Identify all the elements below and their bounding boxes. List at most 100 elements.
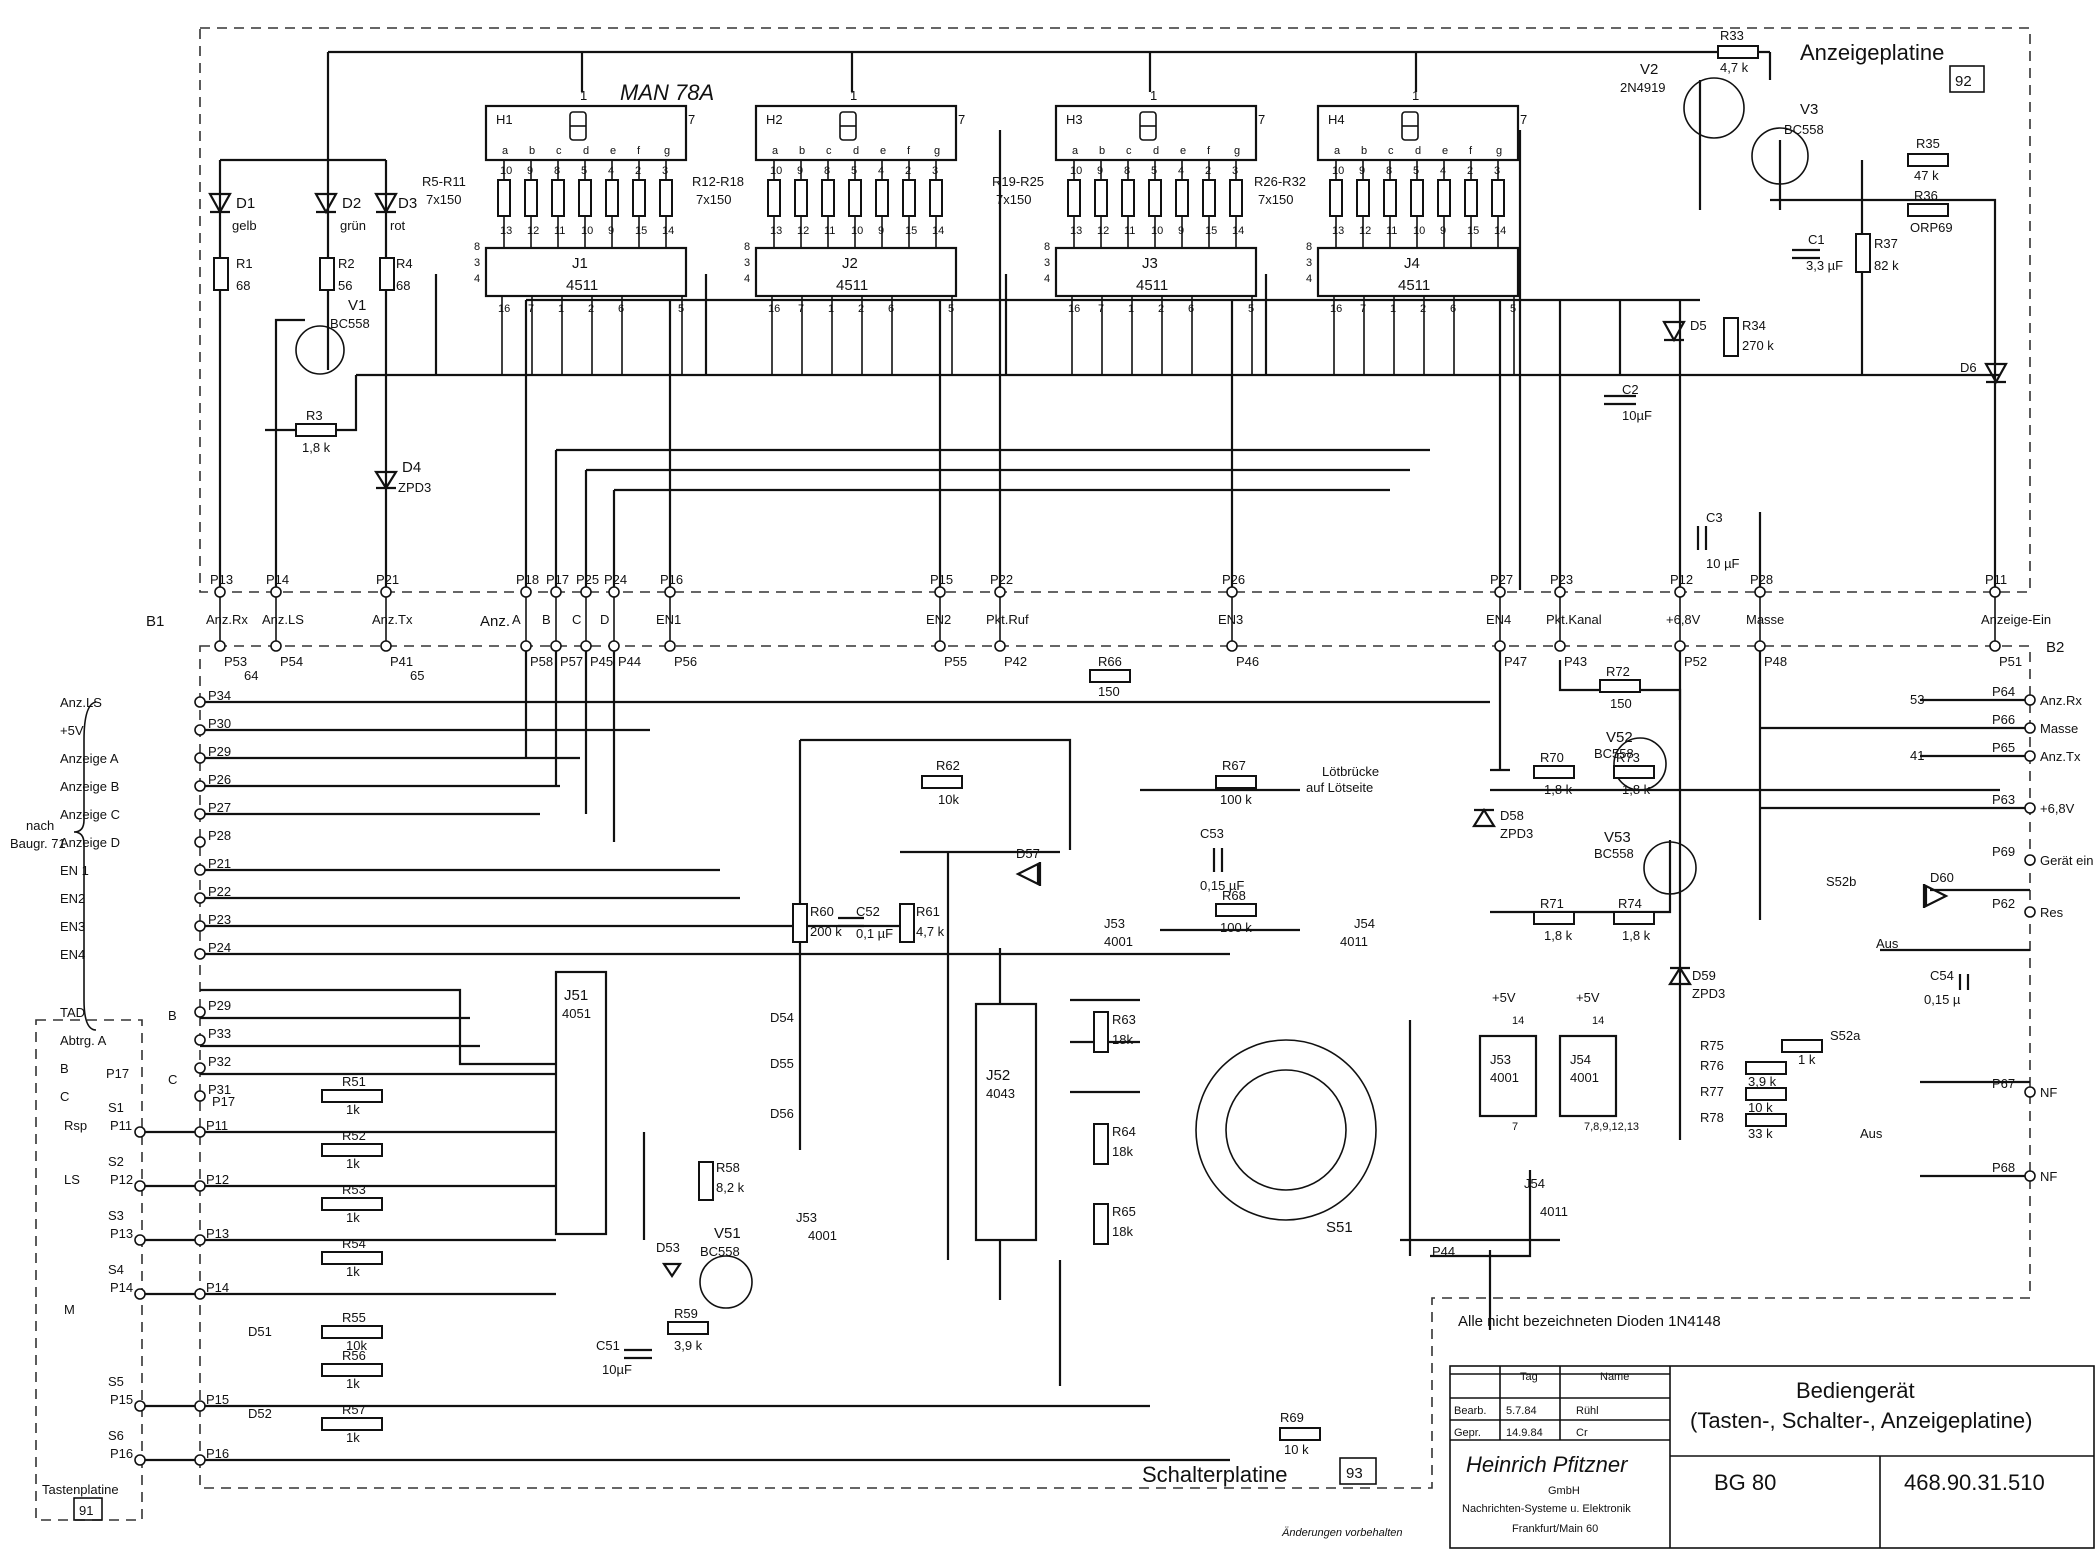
svg-text:Gepr.: Gepr. bbox=[1454, 1427, 1481, 1439]
connector-b2: B2 bbox=[2046, 639, 2064, 656]
svg-text:+5V: +5V bbox=[60, 723, 84, 738]
svg-text:1,8 k: 1,8 k bbox=[1622, 928, 1651, 943]
svg-text:J53: J53 bbox=[1490, 1052, 1511, 1067]
svg-text:R71: R71 bbox=[1540, 896, 1564, 911]
svg-text:Res: Res bbox=[2040, 905, 2064, 920]
svg-text:J54: J54 bbox=[1524, 1176, 1545, 1191]
svg-text:11: 11 bbox=[1386, 225, 1397, 237]
svg-text:P26: P26 bbox=[208, 772, 231, 787]
svg-text:15: 15 bbox=[1467, 225, 1479, 237]
svg-text:EN3: EN3 bbox=[1218, 612, 1243, 627]
svg-text:7: 7 bbox=[958, 112, 965, 127]
svg-text:P23: P23 bbox=[1550, 572, 1573, 587]
svg-text:P69: P69 bbox=[1992, 844, 2015, 859]
right-pin: P63+6,8V bbox=[1992, 792, 2075, 816]
svg-text:7x150: 7x150 bbox=[696, 192, 731, 207]
svg-text:C52: C52 bbox=[856, 904, 880, 919]
svg-text:D: D bbox=[600, 612, 609, 627]
display-digits: H117a1013b912c811d510e49f215g314R5-R117x… bbox=[422, 88, 1527, 375]
svg-text:4: 4 bbox=[608, 165, 614, 177]
svg-text:14: 14 bbox=[1494, 225, 1506, 237]
svg-text:P21: P21 bbox=[376, 572, 399, 587]
svg-text:Anz.Tx: Anz.Tx bbox=[2040, 749, 2081, 764]
svg-text:10µF: 10µF bbox=[1622, 408, 1652, 423]
svg-text:P27: P27 bbox=[208, 800, 231, 815]
svg-text:H4: H4 bbox=[1328, 112, 1345, 127]
svg-text:68: 68 bbox=[396, 278, 410, 293]
svg-text:5: 5 bbox=[1413, 165, 1419, 177]
svg-text:10: 10 bbox=[500, 165, 512, 177]
svg-text:R35: R35 bbox=[1916, 136, 1940, 151]
svg-text:d: d bbox=[1415, 145, 1421, 157]
svg-text:P56: P56 bbox=[674, 654, 697, 669]
svg-text:P28: P28 bbox=[208, 828, 231, 843]
svg-text:d: d bbox=[1153, 145, 1159, 157]
svg-text:7: 7 bbox=[1360, 303, 1366, 315]
svg-text:R37: R37 bbox=[1874, 236, 1898, 251]
svg-text:11: 11 bbox=[1124, 225, 1135, 237]
svg-text:BC558: BC558 bbox=[330, 316, 370, 331]
svg-text:1,8 k: 1,8 k bbox=[1544, 782, 1573, 797]
svg-text:1k: 1k bbox=[346, 1102, 360, 1117]
svg-text:2: 2 bbox=[858, 303, 864, 315]
switch-board-label: Schalterplatine bbox=[1142, 1462, 1288, 1487]
svg-text:4: 4 bbox=[1306, 273, 1312, 285]
svg-text:7: 7 bbox=[528, 303, 534, 315]
svg-text:9: 9 bbox=[1359, 165, 1365, 177]
svg-text:R72: R72 bbox=[1606, 664, 1630, 679]
display-board-number: 92 bbox=[1955, 73, 1972, 90]
svg-text:grün: grün bbox=[340, 218, 366, 233]
svg-text:7: 7 bbox=[1258, 112, 1265, 127]
keys-board-number: 91 bbox=[79, 1503, 93, 1518]
svg-text:P16: P16 bbox=[206, 1446, 229, 1461]
svg-text:EN 1: EN 1 bbox=[60, 863, 89, 878]
svg-text:EN3: EN3 bbox=[60, 919, 85, 934]
svg-text:1,8 k: 1,8 k bbox=[1544, 928, 1573, 943]
svg-text:f: f bbox=[637, 145, 641, 157]
svg-text:4011: 4011 bbox=[1540, 1204, 1568, 1219]
svg-text:P22: P22 bbox=[990, 572, 1013, 587]
svg-text:1k: 1k bbox=[346, 1210, 360, 1225]
svg-text:Anzeige-Ein: Anzeige-Ein bbox=[1981, 612, 2051, 627]
svg-text:D60: D60 bbox=[1930, 870, 1954, 885]
svg-text:P63: P63 bbox=[1992, 792, 2015, 807]
display-unit-3: H317a1013b912c811d510e49f215g314R19-R257… bbox=[992, 88, 1265, 375]
svg-text:13: 13 bbox=[1070, 225, 1082, 237]
svg-text:R60: R60 bbox=[810, 904, 834, 919]
svg-text:4001: 4001 bbox=[808, 1228, 837, 1243]
right-connector-pins: P64Anz.Rx53P66MasseP65Anz.Tx41P63+6,8VP6… bbox=[1910, 684, 2093, 1184]
svg-text:g: g bbox=[934, 145, 940, 157]
svg-text:S52b: S52b bbox=[1826, 874, 1856, 889]
svg-text:H3: H3 bbox=[1066, 112, 1083, 127]
svg-text:C51: C51 bbox=[596, 1338, 620, 1353]
board-outlines: Anzeigeplatine 92 Schalterplatine 93 Tas… bbox=[35, 27, 2064, 1521]
svg-text:R65: R65 bbox=[1112, 1204, 1136, 1219]
svg-text:Anzeige A: Anzeige A bbox=[60, 751, 119, 766]
svg-text:0,1 µF: 0,1 µF bbox=[856, 926, 893, 941]
svg-text:1k: 1k bbox=[346, 1430, 360, 1445]
svg-text:12: 12 bbox=[1097, 225, 1109, 237]
svg-text:200 k: 200 k bbox=[810, 924, 842, 939]
svg-text:R4: R4 bbox=[396, 256, 413, 271]
svg-text:J53: J53 bbox=[796, 1210, 817, 1225]
title-block: Tag Name Bearb. 5.7.84 Rühl Gepr. 14.9.8… bbox=[1281, 1365, 2095, 1549]
svg-text:P11: P11 bbox=[110, 1118, 132, 1133]
left-group-label-1: nach bbox=[26, 818, 54, 833]
svg-text:P15: P15 bbox=[930, 572, 953, 587]
svg-text:B: B bbox=[60, 1061, 69, 1076]
svg-text:3: 3 bbox=[1044, 257, 1050, 269]
svg-text:H1: H1 bbox=[496, 112, 513, 127]
svg-text:V53: V53 bbox=[1604, 829, 1631, 846]
svg-text:10: 10 bbox=[1070, 165, 1082, 177]
svg-text:4: 4 bbox=[474, 273, 480, 285]
